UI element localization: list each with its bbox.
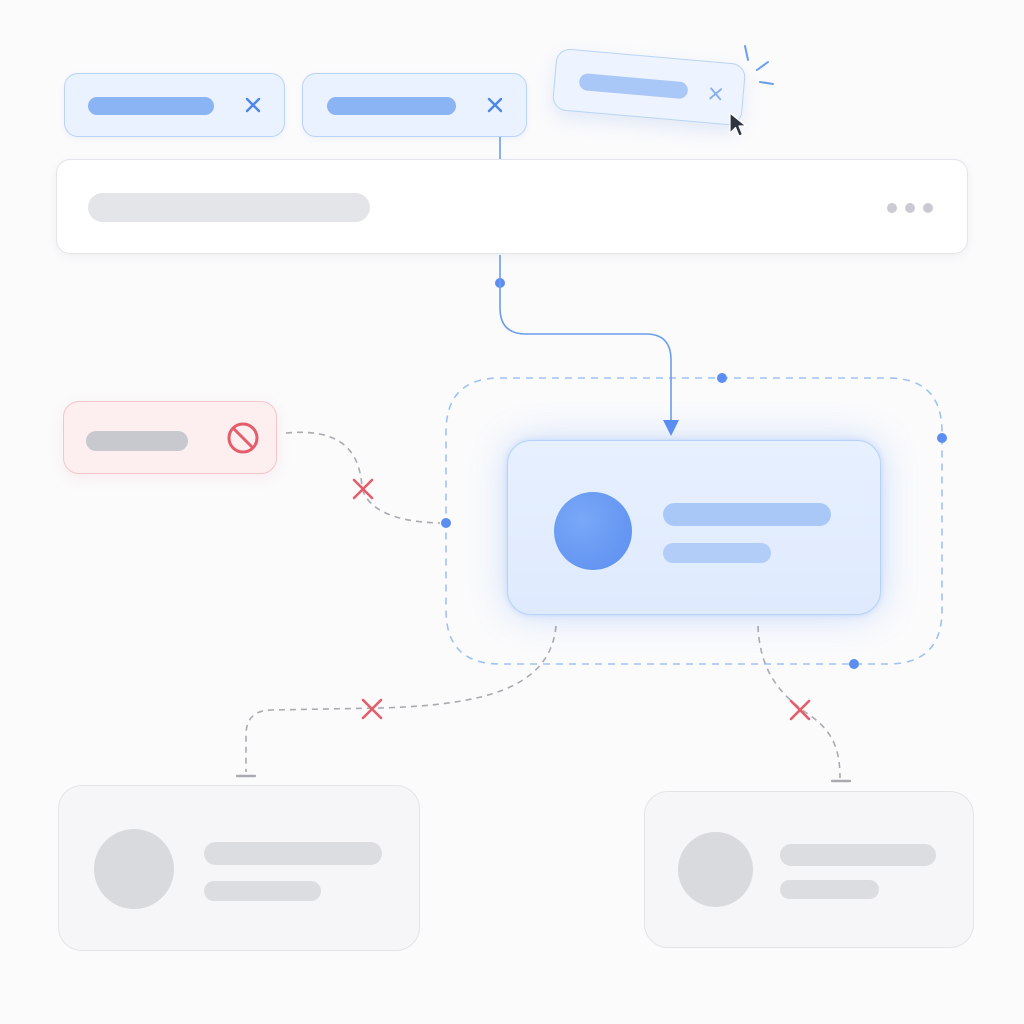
card-title-placeholder: [780, 844, 936, 866]
avatar: [94, 829, 174, 909]
more-horizontal-icon[interactable]: [885, 202, 937, 214]
tag-label-placeholder: [327, 97, 456, 115]
tag-label-placeholder: [88, 97, 214, 115]
block-icon: [227, 422, 259, 454]
blocked-link: [757, 625, 841, 779]
tag-label-placeholder: [578, 72, 689, 100]
link-blocked-x-icon: [789, 699, 811, 721]
node-label-placeholder: [86, 431, 188, 451]
selection-handle[interactable]: [717, 373, 727, 383]
close-icon[interactable]: [484, 94, 506, 116]
card-subtitle-placeholder: [204, 881, 321, 901]
card-title-placeholder: [204, 842, 382, 865]
main-card[interactable]: [507, 440, 881, 615]
ghost-card-left[interactable]: [58, 785, 420, 951]
selection-handle[interactable]: [937, 433, 947, 443]
mouse-pointer-icon: [729, 112, 747, 137]
ghost-card-right[interactable]: [644, 791, 974, 948]
tag-chip-1[interactable]: [64, 73, 285, 137]
avatar: [554, 492, 632, 570]
link-blocked-x-icon: [352, 478, 374, 500]
header-to-card-link: [499, 255, 679, 436]
avatar: [678, 832, 753, 907]
selection-handle[interactable]: [849, 659, 859, 669]
selection-handle[interactable]: [441, 518, 451, 528]
link-blocked-x-icon: [361, 698, 383, 720]
selection-frame: [445, 377, 943, 665]
close-icon[interactable]: [242, 94, 264, 116]
click-spark-icon: [744, 45, 774, 85]
blocked-link: [285, 431, 441, 524]
close-icon[interactable]: [704, 82, 728, 106]
header-title-placeholder: [88, 193, 370, 222]
blocked-node[interactable]: [63, 401, 277, 474]
card-subtitle-placeholder: [663, 543, 771, 563]
blocked-link: [245, 625, 557, 772]
header-bar[interactable]: [56, 159, 968, 254]
tag-chip-dragging[interactable]: [551, 47, 747, 127]
card-title-placeholder: [663, 503, 831, 526]
card-subtitle-placeholder: [780, 880, 879, 899]
tag-chip-2[interactable]: [302, 73, 527, 137]
